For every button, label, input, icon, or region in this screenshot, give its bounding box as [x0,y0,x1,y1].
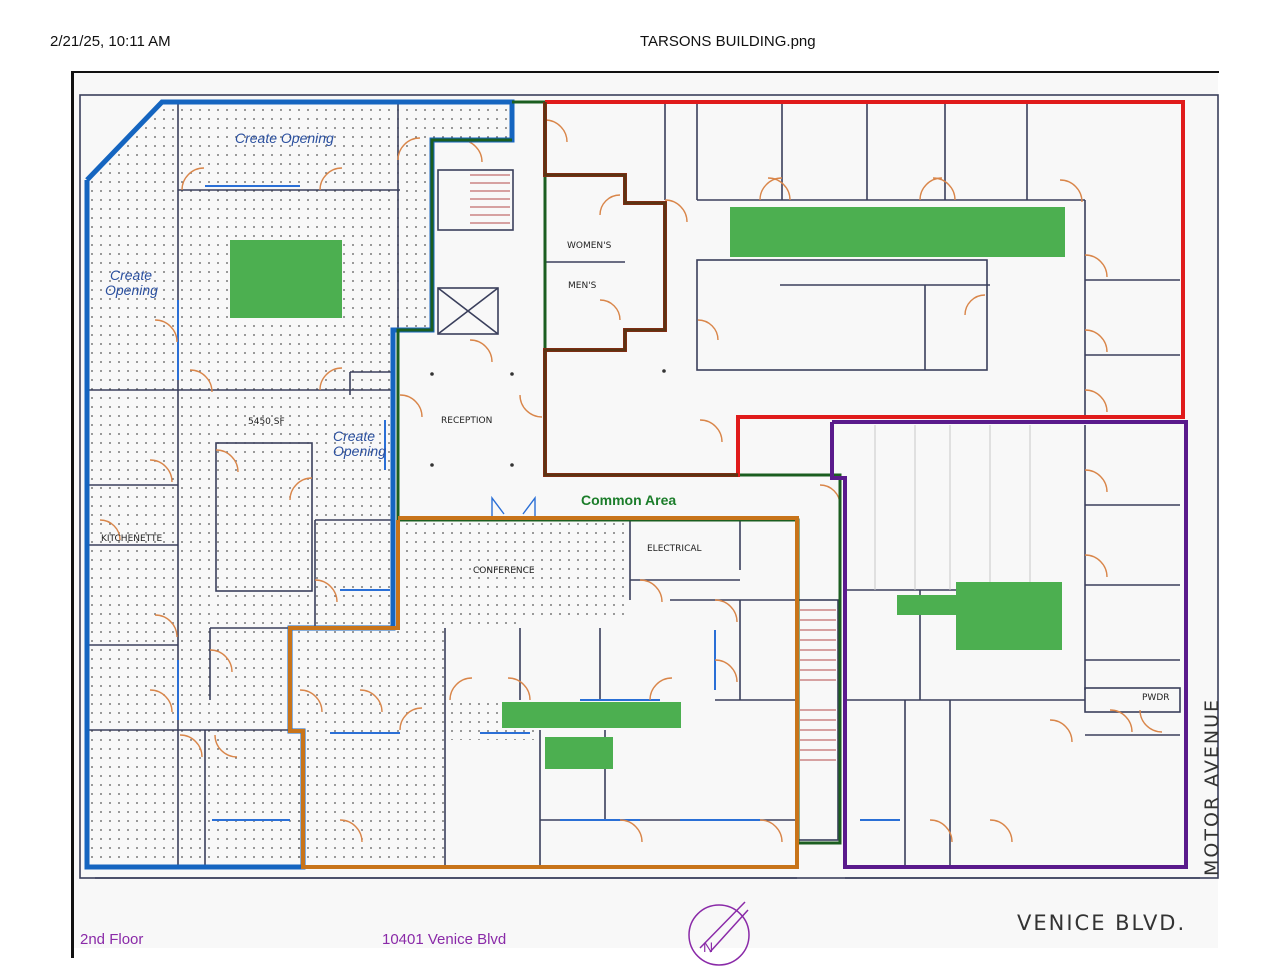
kitchenette-label: KITCHENETTE [101,534,163,544]
pwdr-label: PWDR [1142,693,1170,703]
north-arrow-icon: N [688,901,750,966]
note-create-opening-top: Create Opening [235,130,334,146]
electrical-label: ELECTRICAL [647,544,702,554]
entry-doors [491,495,536,516]
conference-label: CONFERENCE [473,566,535,576]
purple-suite-outline [830,420,1188,869]
redaction-block-red-suite [730,207,1065,257]
north-arrow-label: N [703,939,713,955]
redaction-block-purple-suite-a [956,582,1062,650]
note-create-opening-left: Create Opening [105,267,158,298]
street-venice-label: VENICE BLVD. [1017,911,1186,935]
opening-markers [177,185,900,821]
file-title: TARSONS BUILDING.png [640,33,816,50]
door-swings [99,119,1163,843]
brown-restroom-outline [543,102,738,477]
note-create-opening-left-line1: Create [110,267,152,283]
suite-boundaries [84,99,1188,870]
floor-label: 2nd Floor [80,931,143,948]
reception-label: RECEPTION [441,416,492,426]
dotted-zones [87,102,630,867]
mens-room-label: MEN'S [568,281,597,291]
note-create-opening-mid-line2: Opening [333,443,386,459]
womens-room-label: WOMEN'S [567,241,612,251]
redaction-block-orange-suite-a [502,702,681,728]
redaction-block-purple-suite-b [897,595,957,615]
common-area-label: Common Area [581,492,676,508]
orange-suite-outline [288,516,799,869]
interior-walls [79,94,1219,879]
address-label: 10401 Venice Blvd [382,931,506,948]
stair-treads [470,174,836,761]
redaction-block-orange-suite-b [545,737,613,769]
redactions [230,207,1065,769]
image-frame-left [71,71,74,958]
note-create-opening-mid-line1: Create [333,428,375,444]
street-motor-label: MOTOR AVENUE [1201,698,1223,876]
light-gridlines [874,425,1031,590]
note-create-opening-left-line2: Opening [105,282,158,298]
blue-suite-area: 5450 SF [248,417,285,427]
column-markers [430,369,666,467]
redaction-block-blue-suite [230,240,342,318]
print-date: 2/21/25, 10:11 AM [50,33,171,50]
image-frame-top [71,71,1219,73]
note-create-opening-mid: Create Opening [333,428,386,459]
